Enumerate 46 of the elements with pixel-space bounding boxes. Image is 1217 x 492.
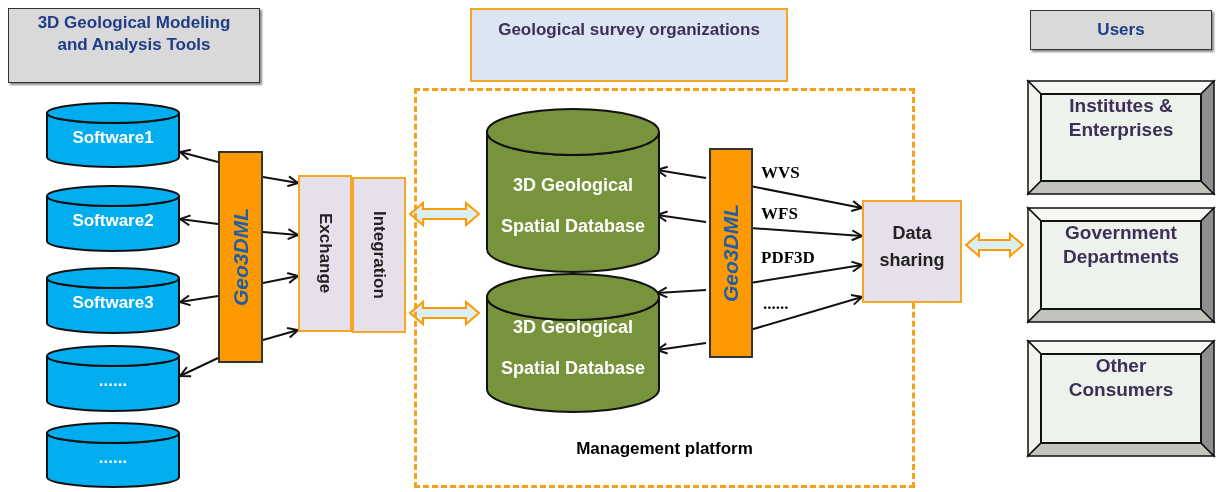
database-cylinder — [46, 102, 180, 168]
arrow — [262, 326, 299, 341]
database-cylinder — [46, 185, 180, 252]
process-box — [862, 200, 962, 303]
format-bar — [709, 148, 753, 358]
user-label: Other Consumers — [1067, 354, 1175, 402]
format-label: Geo3DML — [718, 203, 743, 304]
process-label: Integration — [369, 210, 390, 301]
organization-label: Geological survey organizations — [497, 19, 761, 41]
arrow — [262, 228, 299, 241]
organization-box — [470, 8, 788, 82]
process-box — [298, 175, 352, 332]
arrow — [262, 175, 299, 188]
arrow — [179, 214, 219, 227]
double-block-arrow — [408, 200, 481, 228]
database-label: 3D Geological Spatial Database — [499, 316, 647, 380]
arrow — [656, 286, 707, 299]
database-cylinder — [486, 108, 660, 273]
arrow — [179, 148, 219, 163]
database-label: 3D Geological Spatial Database — [499, 174, 647, 238]
user-label: Institutes & Enterprises — [1067, 94, 1175, 142]
title-box — [8, 8, 260, 83]
database-cylinder — [46, 422, 180, 488]
arrow — [262, 272, 299, 284]
user-label: Government Departments — [1061, 221, 1181, 269]
format-label: Geo3DML — [227, 207, 253, 308]
database-cylinder — [486, 273, 660, 413]
cylinder-label: Software3 — [71, 293, 155, 313]
cylinder-label: Software2 — [71, 211, 155, 231]
region-title: Management platform — [575, 439, 754, 459]
process-label: Data sharing — [878, 222, 946, 272]
heading: 3D Geological Modeling and Analysis Tools — [36, 12, 232, 56]
arrow — [179, 357, 219, 378]
title-box — [1030, 10, 1212, 50]
cylinder-label: ...... — [97, 371, 129, 391]
arrow — [179, 294, 219, 307]
database-cylinder — [46, 267, 180, 334]
format-bar — [218, 151, 263, 363]
cylinder-label: Software1 — [71, 128, 155, 148]
process-box — [352, 177, 406, 333]
double-block-arrow — [964, 231, 1025, 259]
double-block-arrow — [408, 299, 481, 327]
database-cylinder — [46, 345, 180, 412]
cylinder-label: ...... — [97, 448, 129, 468]
process-label: Exchange — [315, 212, 336, 296]
heading: Users — [1096, 19, 1146, 41]
